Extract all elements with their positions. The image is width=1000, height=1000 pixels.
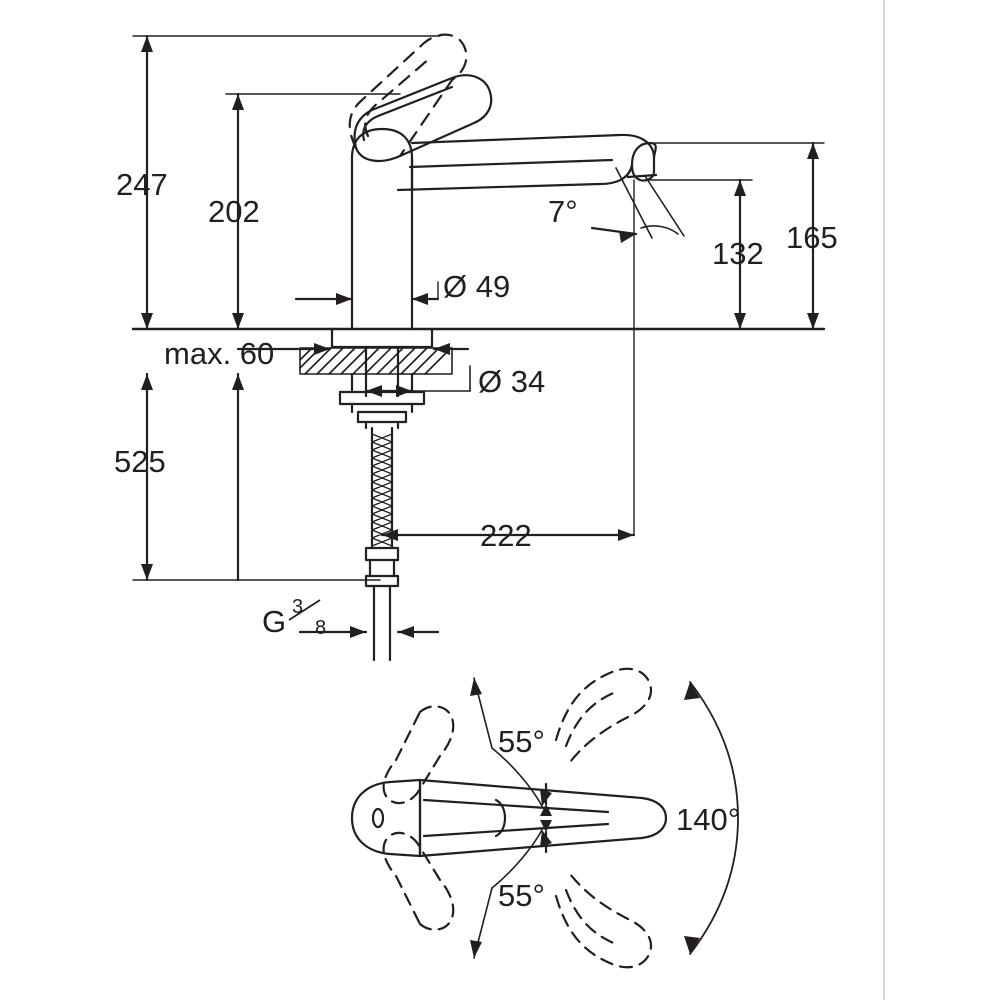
swivel-body-lower-dashed (382, 831, 455, 931)
spout-top (410, 133, 656, 160)
hose-braid (371, 433, 393, 547)
spout-mid-line (408, 158, 614, 169)
swivel-body-marker (371, 807, 385, 829)
dim-525-arrow-top (141, 374, 153, 390)
label-d34: Ø 34 (478, 364, 545, 399)
arrow-140-lower (684, 936, 700, 954)
dim-247-arrow-top (141, 36, 153, 52)
arrow-55-lower-end (540, 830, 552, 847)
swivel-body-outline (350, 778, 422, 858)
dim-g38-arrow-left (398, 626, 414, 638)
dim-132-arrow-bottom (734, 313, 746, 329)
dim-d49-arrow-left (336, 293, 352, 305)
lever-handle-raised-dashed (348, 33, 468, 158)
label-525: 525 (114, 444, 166, 479)
dim-222-arrow-left (382, 529, 398, 541)
dim-7-arrow (619, 231, 636, 243)
thread-fraction-bar (288, 599, 321, 621)
lever-inner-line (362, 85, 454, 142)
swivel-body-upper-dashed (382, 705, 455, 805)
hose-connector-nut (364, 546, 400, 562)
hose-connector-stem (368, 558, 396, 578)
swivel-spout-center-inner (422, 798, 610, 838)
dim-525-inner-arrow-top (232, 374, 244, 390)
clamp-studs (350, 402, 414, 414)
thread-connector (364, 574, 400, 588)
spout-outlet-rim (626, 173, 658, 179)
label-thread-numerator: 3 (292, 596, 303, 618)
dim-132-arrow-top (734, 180, 746, 196)
swivel-center-arrow-upper (540, 804, 552, 816)
arc-140 (689, 681, 739, 955)
swivel-center-arrow-lower (540, 820, 552, 832)
label-55-upper: 55° (498, 724, 545, 759)
hose-tail (372, 584, 392, 662)
arc-55-lower (491, 829, 543, 889)
angle-7-second-line (644, 175, 685, 237)
nut-stem (364, 420, 400, 430)
swivel-spout-upper-dashed (554, 667, 653, 764)
plate-inner-edges (350, 372, 414, 394)
label-140: 140° (676, 802, 740, 837)
arrow-140-upper (684, 682, 700, 700)
label-7deg: 7° (548, 194, 578, 229)
spout-bottom (396, 163, 634, 192)
dim-202-arrow-top (232, 94, 244, 110)
swivel-spout-center (418, 778, 668, 858)
label-165: 165 (786, 220, 838, 255)
hose-sides (370, 426, 394, 550)
dim-165-arrow-top (807, 143, 819, 159)
dim-202-arrow-bottom (232, 313, 244, 329)
lever-handle (353, 74, 493, 163)
label-202: 202 (208, 194, 260, 229)
angle-7-arc (640, 225, 679, 235)
arc-55-upper (491, 747, 543, 807)
dim-d49-arrow-right (412, 293, 428, 305)
arrow-55-lower (470, 940, 482, 958)
clamp-nut (356, 410, 408, 424)
label-247: 247 (116, 167, 168, 202)
label-thread-g: G (262, 604, 286, 639)
dim-max60-arrow-left (434, 343, 450, 355)
label-d49: Ø 49 (443, 269, 510, 304)
lever-handle-raised-inner-dashed (364, 56, 432, 138)
label-55-lower: 55° (498, 878, 545, 913)
swivel-spout-center-joint (494, 798, 507, 838)
dim-165-arrow-bottom (807, 313, 819, 329)
dim-247-arrow-bottom (141, 313, 153, 329)
label-222: 222 (480, 518, 532, 553)
arrow-55-upper (470, 678, 482, 696)
base-escutcheon (330, 327, 434, 349)
spout-outlet (630, 141, 657, 182)
dim-222-arrow-right (618, 529, 634, 541)
mounting-plate-hatch (299, 347, 453, 375)
arrow-55-upper-end (540, 789, 552, 806)
dim-525-arrow-bottom (141, 564, 153, 580)
swivel-spout-lower-dashed (554, 872, 653, 969)
label-132: 132 (712, 236, 764, 271)
label-max60: max. 60 (164, 336, 274, 371)
dim-g38-arrow-right (350, 626, 366, 638)
label-thread-denominator: 8 (315, 617, 326, 639)
dim-max60-arrow-right (314, 343, 330, 355)
